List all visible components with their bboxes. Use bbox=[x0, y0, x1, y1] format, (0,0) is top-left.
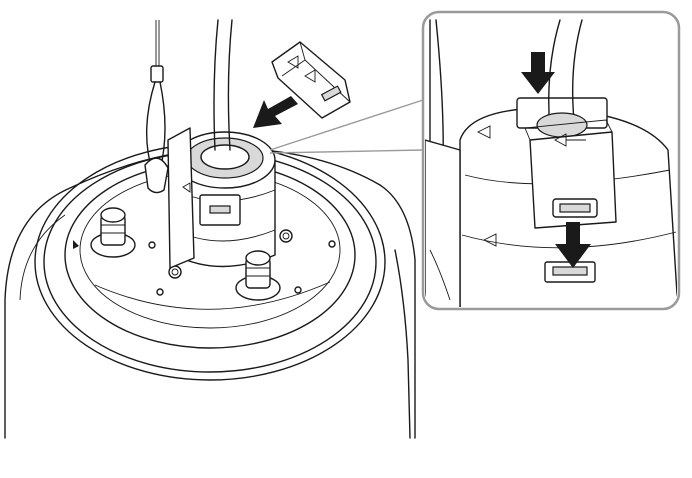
arrow-press-down bbox=[521, 52, 555, 94]
cable-cover-clip bbox=[271, 41, 351, 119]
safety-wire bbox=[144, 20, 169, 194]
cable-grommet bbox=[167, 127, 276, 269]
callout-leader bbox=[269, 99, 424, 154]
cable bbox=[213, 19, 233, 151]
main-view bbox=[4, 19, 416, 439]
arrow-slide-down bbox=[555, 222, 591, 268]
arrow-insert bbox=[253, 96, 298, 128]
screw-right bbox=[235, 250, 281, 301]
detail-callout bbox=[421, 10, 681, 311]
screw-left bbox=[90, 207, 136, 258]
